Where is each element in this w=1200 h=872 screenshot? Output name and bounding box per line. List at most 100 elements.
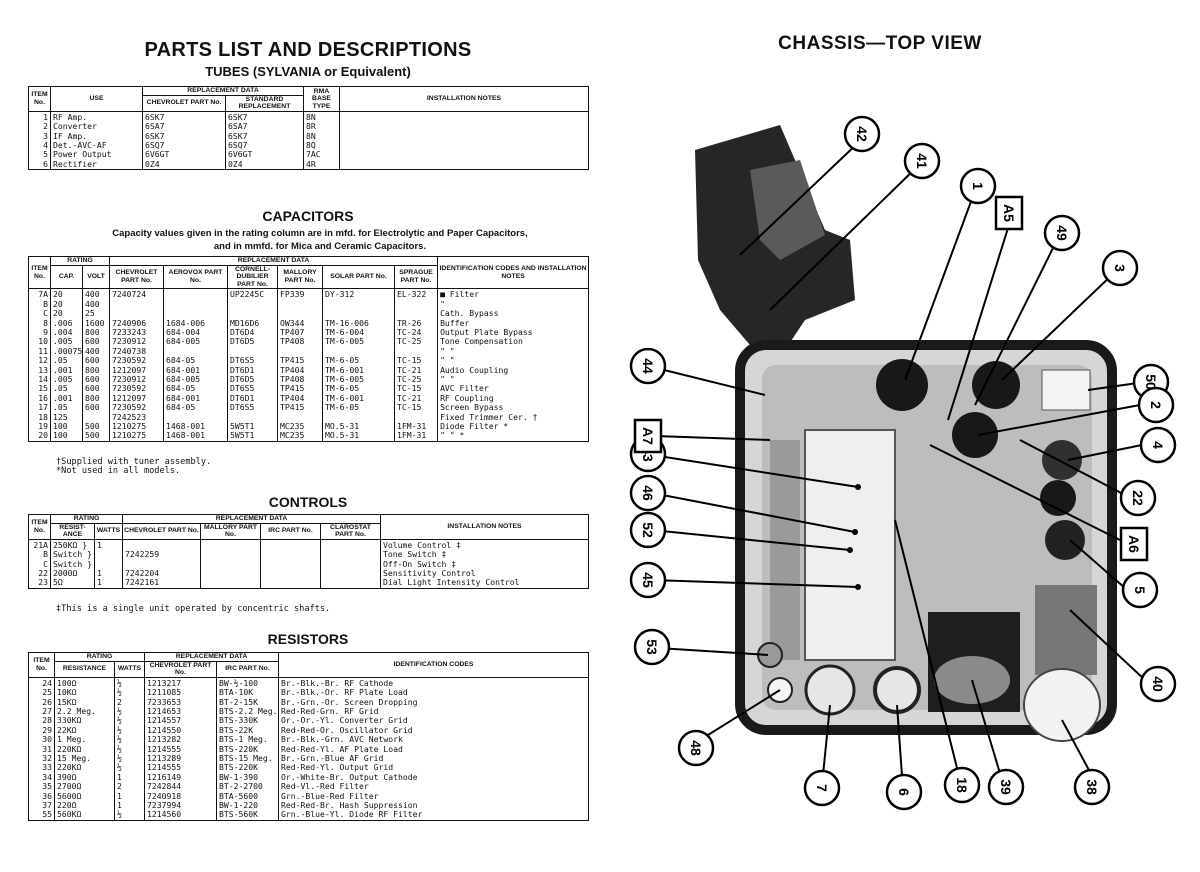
callout-41: 41 <box>903 142 941 180</box>
resistor-row-cell: 330KΩ <box>54 716 115 726</box>
tube-row-cell: 6SA7 <box>225 122 304 132</box>
ctrl-header-mallory: MALLORY PART No. <box>200 522 261 540</box>
res-header-replacement: REPLACEMENT DATA <box>144 652 279 662</box>
callout-18: 18 <box>943 766 981 804</box>
callout-A7: A7 <box>633 418 663 454</box>
capacitor-row-cell <box>109 309 164 319</box>
capacitor-row-cell: .00075 <box>50 346 83 357</box>
control-row-cell: B <box>28 550 51 560</box>
capacitor-row-cell: Buffer <box>437 318 590 328</box>
capacitor-row-cell: DT6S5 <box>227 384 278 394</box>
tube-row-cell: 3 <box>28 131 51 141</box>
capacitor-row-cell: 600 <box>82 403 110 413</box>
control-row-cell <box>320 539 381 551</box>
tube-row-cell: Converter <box>50 122 143 132</box>
control-row-cell: Switch } <box>50 559 95 569</box>
control-row-cell <box>94 559 123 569</box>
capacitor-row-cell: .05 <box>50 356 83 366</box>
capacitor-row-cell: TC-15 <box>393 384 439 394</box>
callout-40: 40 <box>1139 665 1177 703</box>
resistor-row-cell: 37 <box>28 801 55 811</box>
resistor-row-cell: 1214550 <box>144 725 217 736</box>
capacitor-row-cell: UP2245C <box>227 288 278 300</box>
resistor-row-cell: 7240918 <box>144 791 217 802</box>
capacitors-footnotes: †Supplied with tuner assembly. *Not used… <box>56 457 212 477</box>
resistor-row-cell: Br.-Blk.-Br. RF Cathode <box>278 677 589 689</box>
resistor-row-cell: 1 <box>114 772 145 783</box>
svg-text:2: 2 <box>1148 401 1164 409</box>
tube-row-cell: 0Z4 <box>225 159 304 170</box>
capacitor-row-cell: 125 <box>50 412 83 423</box>
resistor-row-cell: 32 <box>28 754 55 764</box>
svg-text:44: 44 <box>640 358 656 374</box>
svg-text:46: 46 <box>640 485 656 501</box>
tubes-header-replacement: REPLACEMENT DATA <box>142 86 304 96</box>
res-header-codes: IDENTIFICATION CODES <box>278 652 589 678</box>
tube-row-cell: 6SK7 <box>142 131 226 141</box>
resistor-row-cell: 25 <box>28 688 55 698</box>
resistor-row-cell: BTS-330K <box>216 716 279 726</box>
control-row-cell <box>94 550 123 560</box>
resistor-row-cell: 1214555 <box>144 763 217 773</box>
leader-A5 <box>947 227 1009 421</box>
control-row-cell <box>200 569 261 579</box>
tubes-header-item: ITEM No. <box>28 86 51 112</box>
control-row-cell: Dial Light Intensity Control <box>380 578 589 589</box>
resistor-row-cell: 15KΩ <box>54 697 115 707</box>
capacitor-row-cell: 20 <box>50 288 83 300</box>
capacitor-row-cell: .005 <box>50 337 83 347</box>
capacitor-row-cell: 684-001 <box>163 365 228 376</box>
capacitor-row-cell: Diode Filter * <box>437 422 590 432</box>
capacitor-row-cell: 19 <box>28 422 51 432</box>
tube-row-cell: 6SQ7 <box>142 141 226 151</box>
res-header-irc: IRC PART No. <box>216 660 279 678</box>
resistor-row-cell: Grn.-Blue-Red Filter <box>278 791 589 802</box>
callout-49: 49 <box>1043 214 1081 252</box>
control-row-cell: 23 <box>28 578 51 589</box>
res-header-watts: WATTS <box>114 660 145 678</box>
resistor-row-cell: 1214560 <box>144 810 217 821</box>
resistor-row-cell: 1213217 <box>144 677 217 689</box>
tube-row-cell <box>339 159 589 170</box>
callout-44: 44 <box>629 347 667 385</box>
resistor-row-cell: Br.-Grn.-Or. Screen Dropping <box>278 697 589 707</box>
tube-2 <box>952 412 998 458</box>
control-row-cell <box>122 559 201 569</box>
capacitor-row-cell <box>322 412 395 423</box>
resistor-row-cell: 220Ω <box>54 801 115 811</box>
capacitor-row-cell: AVC Filter <box>437 384 590 394</box>
leader-42 <box>739 140 861 256</box>
svg-text:3: 3 <box>1112 264 1128 272</box>
cap-header-volt: VOLT <box>82 264 110 290</box>
tube-row-cell: 2 <box>28 122 51 132</box>
capacitor-row-cell: 500 <box>82 431 110 442</box>
resistor-row-cell: 22KΩ <box>54 725 115 736</box>
capacitor-row-cell: 9 <box>28 328 51 338</box>
tube-row-cell <box>339 131 589 141</box>
capacitor-row-cell: ■ Filter <box>437 288 590 300</box>
resistor-row-cell: 26 <box>28 697 55 707</box>
capacitor-row-cell: 20 <box>28 431 51 442</box>
resistor-row-cell: BTA-10K <box>216 688 279 698</box>
tube-row-cell: 6SQ7 <box>225 141 304 151</box>
capacitor-row-cell: TP407 <box>277 328 323 338</box>
resistor-row-cell: BW-1-220 <box>216 801 279 811</box>
capacitor-row-cell: 600 <box>82 356 110 366</box>
resistor-row-cell: ½ <box>114 735 145 745</box>
resistor-row-cell: 2700Ω <box>54 782 115 792</box>
capacitor-row-cell: 1FM-31 <box>393 431 439 442</box>
capacitor-row-cell <box>322 346 395 357</box>
capacitor-row-cell: 684-05 <box>163 384 228 394</box>
control-row-cell <box>320 559 381 569</box>
capacitor-row-cell: 7230912 <box>109 337 164 347</box>
resistor-row-cell: Red-Red-Br. Hash Suppression <box>278 801 589 811</box>
